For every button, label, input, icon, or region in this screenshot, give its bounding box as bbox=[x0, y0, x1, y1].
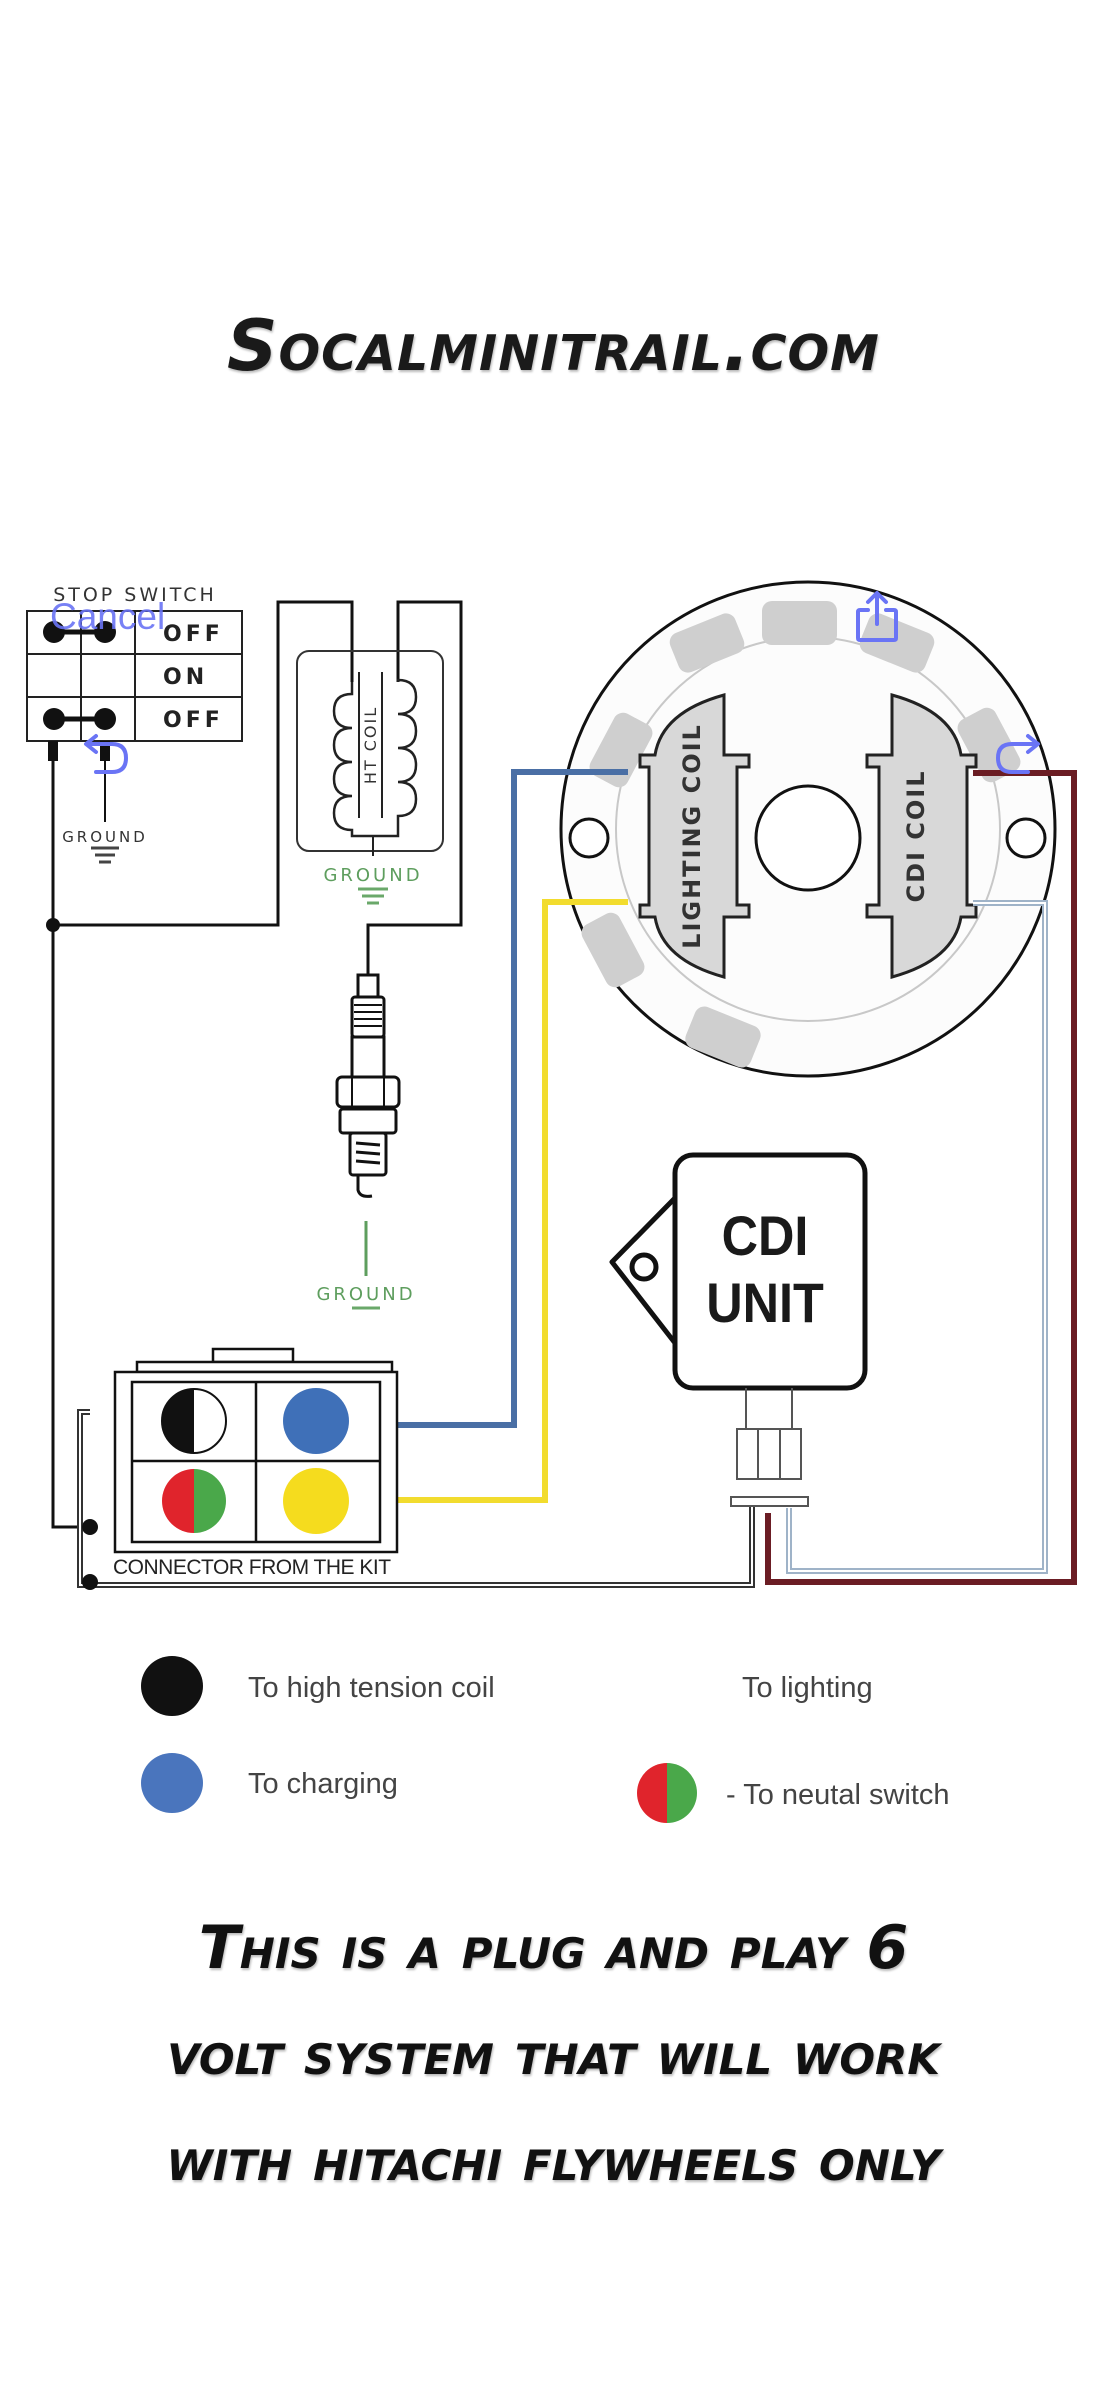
connector-black-wire-core bbox=[79, 1411, 753, 1586]
switch-ground-symbol bbox=[91, 846, 119, 864]
legend-swatch-green bbox=[667, 1763, 697, 1823]
legend-swatch-red bbox=[637, 1763, 667, 1823]
ht-coil-ground-symbol bbox=[358, 887, 388, 905]
redo-button[interactable] bbox=[990, 730, 1042, 778]
cdi-unit-line2: UNIT bbox=[706, 1273, 824, 1335]
pin-yellow bbox=[283, 1468, 349, 1534]
legend-item-charging: To charging bbox=[141, 1753, 398, 1813]
cancel-button[interactable]: Cancel bbox=[50, 596, 166, 637]
lighting-coil-label: LIGHTING COIL bbox=[678, 723, 706, 949]
legend-item-lighting: To lighting bbox=[742, 1672, 873, 1704]
legend-label: - To neutal switch bbox=[726, 1779, 950, 1811]
legend-swatch-blue bbox=[141, 1753, 203, 1813]
legend-label: To high tension coil bbox=[248, 1672, 495, 1704]
cdi-unit: CDI UNIT bbox=[609, 1152, 868, 1507]
junction-dot-3 bbox=[82, 1574, 98, 1590]
legend-label: To lighting bbox=[742, 1672, 873, 1704]
blue-wire bbox=[398, 769, 628, 1428]
legend-item-neutral: - To neutal switch bbox=[637, 1763, 950, 1823]
connector-label: CONNECTOR FROM THE KIT bbox=[113, 1556, 391, 1579]
junction-dot-2 bbox=[82, 1519, 98, 1535]
caption: This is a plug and play 6 volt system th… bbox=[0, 1895, 1107, 2213]
pin-black-white bbox=[161, 1388, 227, 1454]
ht-coil-label: HT COIL bbox=[361, 706, 380, 784]
caption-line: This is a plug and play 6 bbox=[198, 1913, 909, 1983]
spark-plug-ground-label: GROUND bbox=[316, 1284, 415, 1305]
switch-contact-top bbox=[43, 621, 116, 643]
ht-coil: HT COIL GROUND bbox=[296, 650, 444, 905]
caption-line: with hitachi flywheels only bbox=[166, 2125, 941, 2195]
cdi-unit-line1: CDI bbox=[722, 1206, 809, 1268]
switch-row-off-2: OFF bbox=[163, 708, 224, 733]
undo-icon bbox=[84, 734, 129, 774]
share-button[interactable] bbox=[852, 590, 902, 646]
switch-contact-bottom bbox=[43, 708, 116, 730]
switch-ground-label: GROUND bbox=[62, 828, 148, 846]
site-title: Socalminitrail.com bbox=[227, 305, 880, 387]
pin-red-green bbox=[162, 1469, 226, 1533]
maroon-wire bbox=[765, 770, 1077, 1585]
lightblue-wire-core bbox=[788, 902, 1046, 1572]
ht-coil-ground-label: GROUND bbox=[323, 865, 422, 886]
stator: LIGHTING COIL CDI COIL bbox=[559, 580, 1057, 1078]
kit-connector: CONNECTOR FROM THE KIT bbox=[113, 1347, 399, 1579]
legend-swatch-black bbox=[141, 1656, 203, 1716]
legend: To high tension coil To lighting To char… bbox=[141, 1656, 950, 1823]
cdi-coil-label: CDI COIL bbox=[902, 769, 930, 902]
switch-row-off-1: OFF bbox=[163, 622, 224, 647]
legend-label: To charging bbox=[248, 1768, 398, 1800]
spark-plug bbox=[335, 973, 401, 1198]
switch-row-on: ON bbox=[163, 665, 208, 690]
junction-dot bbox=[46, 918, 60, 932]
pin-blue bbox=[283, 1388, 349, 1454]
yellow-wire bbox=[398, 899, 628, 1503]
legend-item-high-tension: To high tension coil bbox=[141, 1656, 495, 1716]
redo-icon bbox=[995, 734, 1040, 774]
stop-switch-title: STOP SWITCH bbox=[53, 584, 217, 606]
undo-button[interactable] bbox=[82, 730, 134, 778]
caption-line: volt system that will work bbox=[167, 2019, 940, 2089]
stop-switch: STOP SWITCH OFF ON OFF GROUND bbox=[26, 584, 243, 864]
share-icon bbox=[856, 591, 898, 642]
